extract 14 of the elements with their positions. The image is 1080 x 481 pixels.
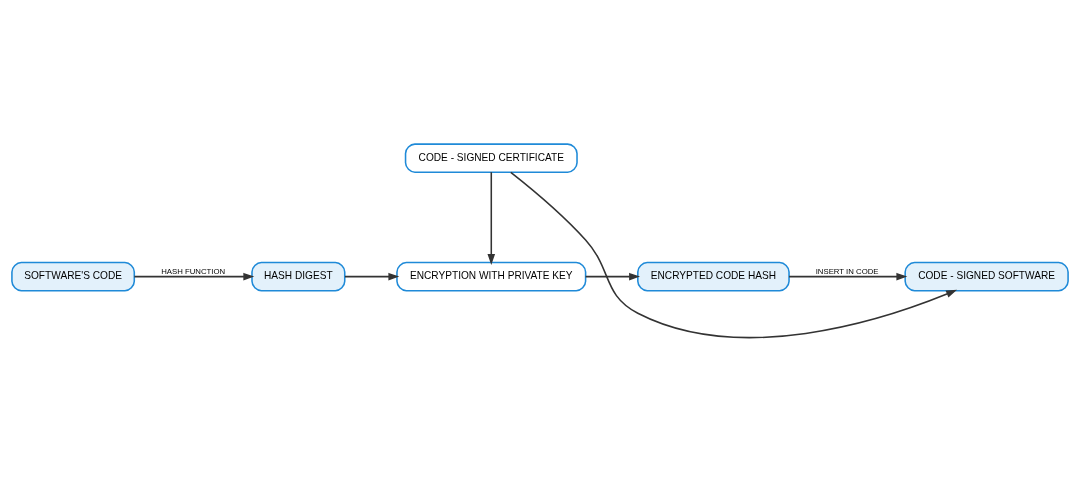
arrow (510, 171, 958, 338)
node-box: SOFTWARE'S CODE (11, 261, 136, 291)
node-box: ENCRYPTED CODE HASH (637, 261, 790, 291)
node-box: HASH DIGEST (251, 261, 346, 291)
node-box: CODE - SIGNED CERTIFICATE (404, 142, 578, 173)
node-box: CODE - SIGNED SOFTWARE (904, 261, 1069, 291)
edge-label: HASH FUNCTION (161, 266, 226, 276)
arrow (133, 272, 255, 280)
arrow (344, 272, 400, 280)
node-box: ENCRYPTION WITH PRIVATE KEY (396, 261, 587, 291)
arrow (584, 272, 641, 280)
arrow (788, 272, 908, 280)
edge-label: INSERT IN CODE (815, 266, 879, 276)
arrow (487, 170, 496, 265)
